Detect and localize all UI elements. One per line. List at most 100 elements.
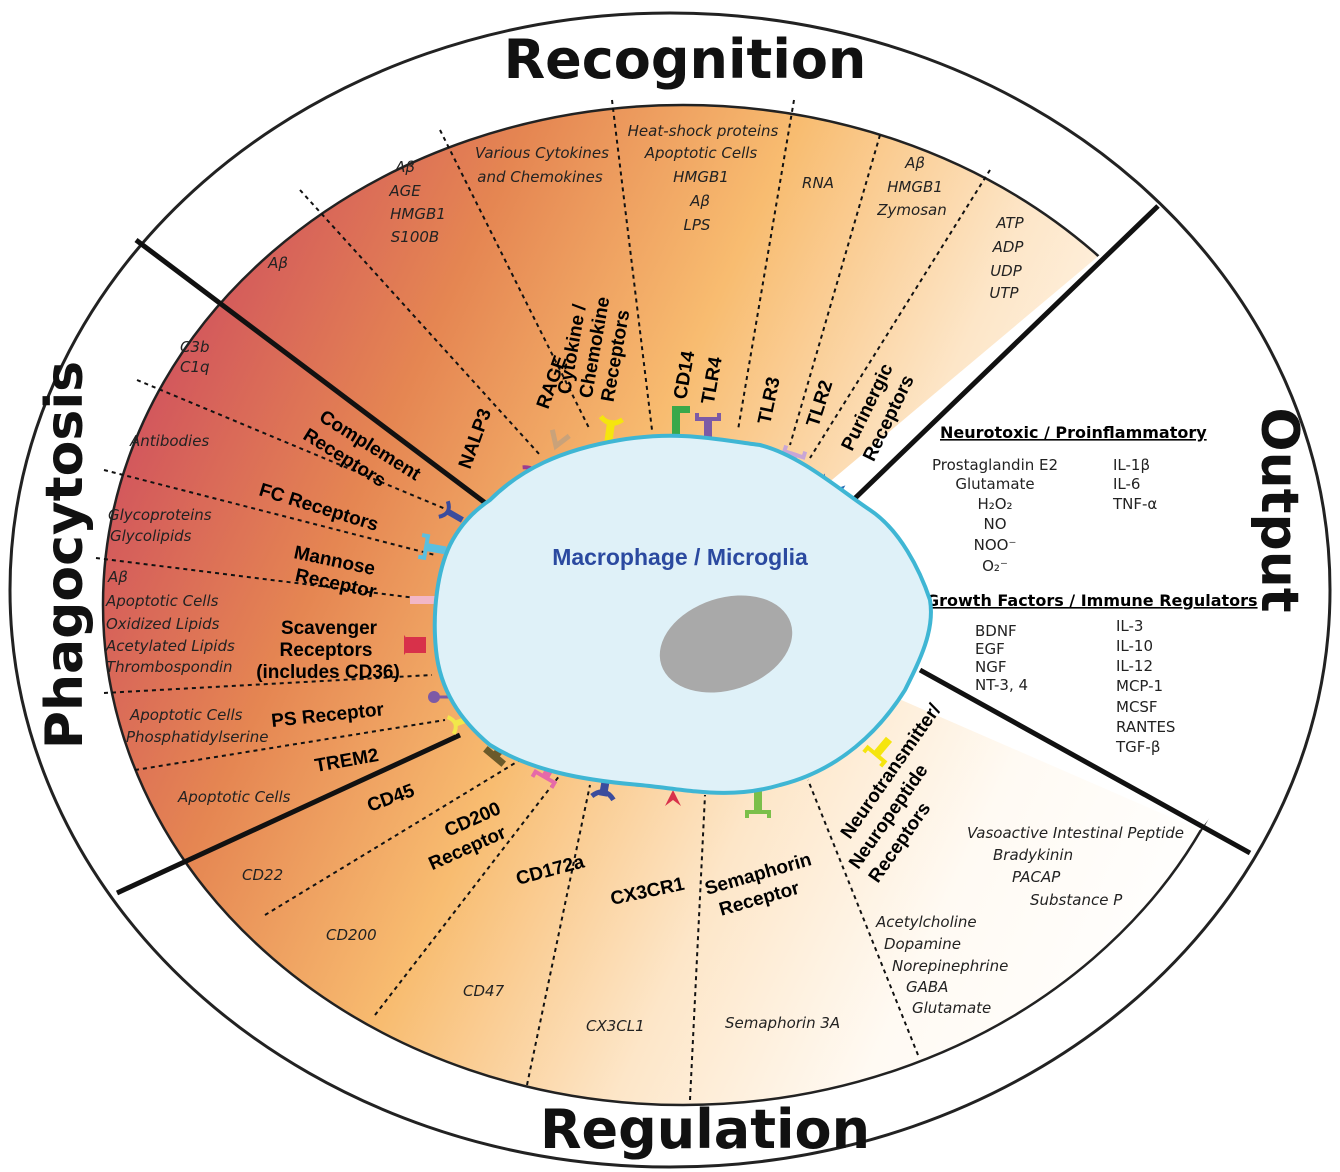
svg-text:Norepinephrine: Norepinephrine [892, 957, 1008, 975]
ligand-cx3cr1: CX3CL1 [586, 1017, 645, 1035]
divider-recog-phago [134, 238, 490, 507]
complement-receptor-icon [438, 500, 464, 523]
ligands-purinergic: ATP ADP UDP UTP [989, 214, 1024, 302]
svg-text:Glycolipids: Glycolipids [110, 527, 192, 545]
divider-output-reg [918, 667, 1252, 856]
neurotransmitter-receptor-icon [862, 736, 893, 768]
svg-text:UTP: UTP [989, 284, 1019, 302]
output-heading-neurotoxic: Neurotoxic / Proinflammatory [940, 423, 1207, 442]
ligand-trem2: Apoptotic Cells [177, 788, 291, 806]
svg-text:Oxidized Lipids: Oxidized Lipids [106, 615, 220, 633]
scavenger-receptor-icon [404, 635, 426, 655]
section-title-phagocytosis: Phagocytosis [35, 361, 95, 749]
ligand-nalp3: Aβ [267, 254, 288, 272]
svg-text:MCSF: MCSF [1116, 698, 1158, 716]
cell-label: Macrophage / Microglia [552, 544, 808, 570]
svg-text:TGF-β: TGF-β [1115, 738, 1160, 756]
svg-text:RANTES: RANTES [1116, 718, 1175, 736]
svg-text:Scavenger: Scavenger [281, 618, 378, 639]
svg-text:Dopamine: Dopamine [884, 935, 961, 953]
semaphorin-receptor-icon [745, 790, 771, 818]
svg-text:UDP: UDP [990, 262, 1023, 280]
output-wedge [683, 206, 1308, 830]
svg-text:Aβ: Aβ [904, 154, 925, 172]
svg-text:Apoptotic Cells: Apoptotic Cells [129, 706, 243, 724]
ligand-cd172a: CD47 [463, 982, 505, 1000]
ligands-rage: Aβ AGE HMGB1 S100B [388, 158, 446, 246]
svg-text:Glycoproteins: Glycoproteins [108, 506, 212, 524]
svg-text:Various Cytokines: Various Cytokines [475, 144, 609, 162]
output-neurotoxic-col2: IL-1β IL-6 TNF-α [1112, 456, 1157, 513]
cx3cr1-receptor-icon [665, 790, 681, 806]
ligands-cytokine: Various Cytokines and Chemokines [475, 144, 609, 186]
ligand-tlr3: RNA [802, 174, 834, 192]
svg-text:C1q: C1q [180, 358, 210, 376]
svg-text:Substance P: Substance P [1030, 891, 1123, 909]
svg-text:ATP: ATP [995, 214, 1024, 232]
svg-text:Acetylated Lipids: Acetylated Lipids [105, 637, 235, 655]
svg-text:EGF: EGF [975, 640, 1005, 658]
svg-text:NO: NO [983, 515, 1006, 533]
divider-phago-reg [115, 732, 462, 896]
svg-text:IL-12: IL-12 [1116, 657, 1153, 675]
divider-recog-output [846, 204, 1160, 507]
svg-text:PACAP: PACAP [1012, 868, 1061, 886]
cell-body [432, 433, 933, 795]
svg-text:Aβ: Aβ [689, 192, 710, 210]
output-growth-col1: BDNF EGF NGF NT-3, 4 [975, 622, 1028, 694]
svg-text:(includes CD36): (includes CD36) [256, 662, 400, 683]
svg-text:AGE: AGE [388, 182, 421, 200]
svg-text:Receptors: Receptors [280, 640, 373, 661]
svg-text:Bradykinin: Bradykinin [993, 846, 1073, 864]
ligands-neuro-a: Vasoactive Intestinal Peptide Bradykinin… [967, 824, 1184, 909]
svg-text:Aβ: Aβ [394, 158, 415, 176]
cd14-receptor-icon [672, 406, 690, 436]
svg-text:Glutamate: Glutamate [912, 999, 991, 1017]
svg-text:NGF: NGF [975, 658, 1006, 676]
svg-text:O₂⁻: O₂⁻ [982, 557, 1008, 575]
svg-text:C3b: C3b [180, 338, 210, 356]
svg-text:IL-1β: IL-1β [1113, 456, 1150, 474]
svg-text:Vasoactive Intestinal Peptide: Vasoactive Intestinal Peptide [967, 824, 1184, 842]
svg-text:Apoptotic Cells: Apoptotic Cells [105, 592, 219, 610]
svg-text:Glutamate: Glutamate [955, 475, 1034, 493]
svg-text:H₂O₂: H₂O₂ [977, 495, 1012, 513]
cell-nucleus [659, 595, 793, 693]
svg-text:NOO⁻: NOO⁻ [974, 536, 1017, 554]
rage-receptor-icon [549, 429, 571, 451]
svg-text:Acetylcholine: Acetylcholine [875, 913, 977, 931]
cytokine-receptor-icon [598, 414, 624, 443]
ligands-mannose: Glycoproteins Glycolipids [108, 506, 212, 545]
svg-text:IL-6: IL-6 [1113, 475, 1140, 493]
svg-text:Zymosan: Zymosan [876, 201, 946, 219]
svg-text:ADP: ADP [992, 238, 1025, 256]
svg-text:Aβ: Aβ [107, 568, 128, 586]
ligand-semaphorin: Semaphorin 3A [725, 1014, 840, 1032]
output-heading-growth: Growth Factors / Immune Regulators [926, 591, 1258, 610]
ligands-cd14-tlr4: Heat-shock proteins Apoptotic Cells HMGB… [628, 122, 779, 234]
svg-text:TNF-α: TNF-α [1112, 495, 1157, 513]
svg-text:S100B: S100B [391, 228, 439, 246]
section-title-regulation: Regulation [540, 1098, 870, 1161]
svg-text:Apoptotic Cells: Apoptotic Cells [644, 144, 758, 162]
svg-text:IL-10: IL-10 [1116, 637, 1153, 655]
output-neurotoxic-col1: Prostaglandin E2 Glutamate H₂O₂ NO NOO⁻ … [932, 456, 1058, 575]
ligand-fc: Antibodies [129, 432, 209, 450]
ligands-complement: C3b C1q [180, 338, 210, 376]
svg-text:HMGB1: HMGB1 [673, 168, 729, 186]
svg-text:Thrombospondin: Thrombospondin [106, 658, 233, 676]
ligands-neuro-b: Acetylcholine Dopamine Norepinephrine GA… [875, 913, 1008, 1017]
svg-text:IL-3: IL-3 [1116, 617, 1143, 635]
ligands-ps: Apoptotic Cells Phosphatidylserine [126, 706, 269, 746]
recognition-dividers [299, 99, 991, 459]
ligand-cd45: CD22 [242, 866, 283, 884]
svg-text:HMGB1: HMGB1 [887, 178, 943, 196]
tlr4-receptor-icon [695, 413, 721, 443]
ligands-scavenger: Aβ Apoptotic Cells Oxidized Lipids Acety… [105, 568, 235, 676]
output-growth-col2: IL-3 IL-10 IL-12 MCP-1 MCSF RANTES TGF-β [1115, 617, 1175, 756]
svg-text:MCP-1: MCP-1 [1116, 677, 1163, 695]
ligands-tlr2: Aβ HMGB1 Zymosan [876, 154, 946, 219]
section-title-recognition: Recognition [504, 28, 867, 91]
svg-text:Heat-shock proteins: Heat-shock proteins [628, 122, 779, 140]
